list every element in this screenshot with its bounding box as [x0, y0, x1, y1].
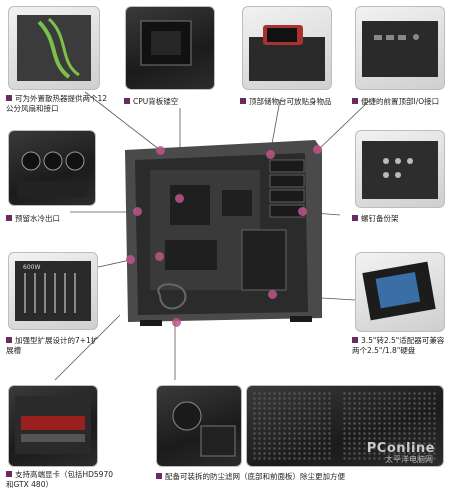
thumb-water-cooling [8, 130, 96, 206]
thumb-top-storage [242, 6, 332, 90]
caption-radiator: 可为外置散热器提供两个12公分风扇和接口 [6, 94, 108, 113]
caption-storage: 顶部储物台可放贴身物品 [240, 97, 340, 107]
psu-label: 600W [23, 264, 40, 271]
thumb-dust-filter-front: PConline 太平洋电脑网 [246, 385, 444, 467]
thumb-expansion-slots: 600W [8, 252, 98, 330]
caption-water: 预留水冷出口 [6, 214, 96, 224]
marker-dot-cpu [175, 194, 184, 203]
thumb-screw-holder [355, 130, 445, 208]
marker-dot-screw [298, 207, 307, 216]
caption-screw: 螺钉备份架 [352, 214, 442, 224]
caption-cpu: CPU背板镂空 [124, 97, 214, 107]
watermark-brand: PConline [366, 441, 435, 456]
caption-adapter: 3.5"转2.5"适配器可兼容两个2.5"/1.8"硬盘 [352, 336, 445, 355]
watermark-sub: 太平洋电脑网 [385, 455, 433, 464]
marker-dot-expansion [126, 255, 135, 264]
thumb-cpu-cutout [125, 6, 215, 90]
caption-filter: 配备可装拆的防尘滤网（底部和前面板）除尘更加方便 [156, 472, 446, 482]
thumb-front-io [355, 6, 445, 90]
marker-dot-filter [172, 318, 181, 327]
thumb-ssd-adapter [355, 252, 445, 332]
thumb-dust-filter-bottom [156, 385, 242, 467]
thumb-radiator [8, 6, 100, 90]
caption-front-io: 便捷的前置顶部I/O接口 [352, 97, 448, 107]
caption-gpu: 支持高端显卡（包括HD5970和GTX 480） [6, 470, 114, 489]
marker-dot-adapter [268, 290, 277, 299]
caption-expansion: 加强型扩展设计的7+1扩展槽 [6, 336, 99, 355]
marker-dot-io [313, 145, 322, 154]
marker-dot-storage [266, 150, 275, 159]
thumb-graphics-card [8, 385, 98, 467]
marker-dot-radiator [156, 146, 165, 155]
marker-dot-water [133, 207, 142, 216]
marker-dot-gpu [155, 252, 164, 261]
